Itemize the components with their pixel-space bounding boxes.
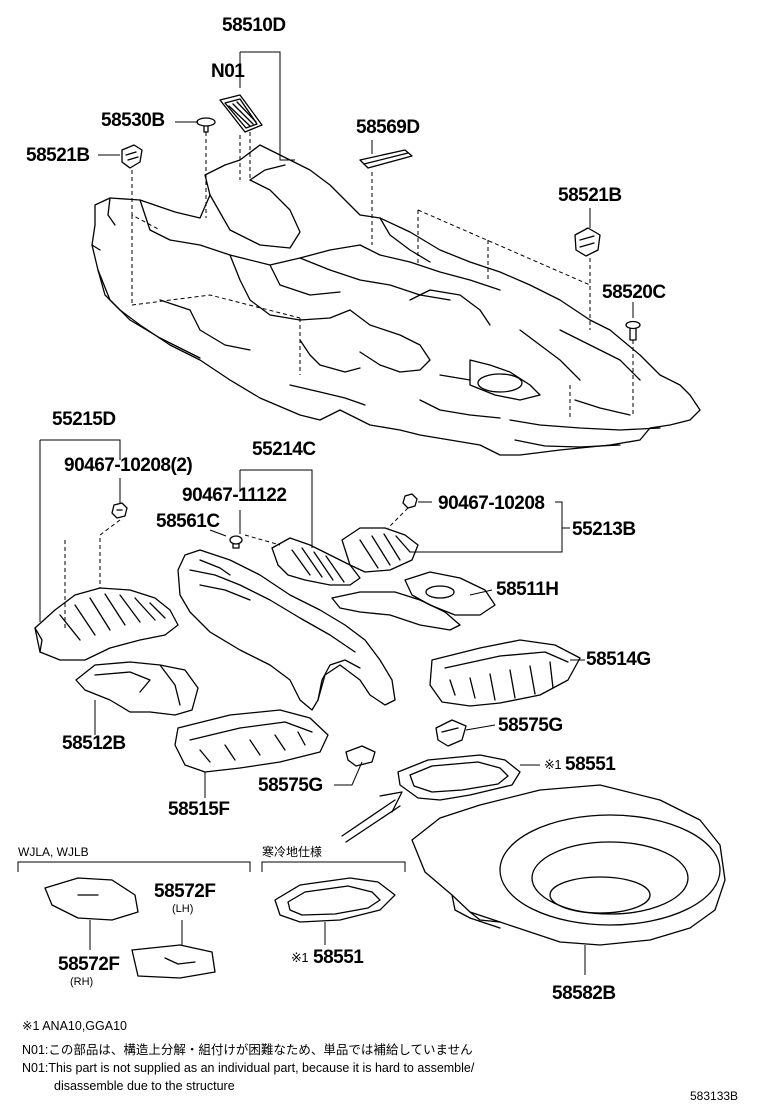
silencer-55213b	[341, 527, 419, 573]
clip-58521b-left	[121, 144, 143, 169]
bolt-90467-10208	[402, 493, 418, 509]
note-n01-japanese: N01:この部品は、構造上分解・組付けが困難なため、単品では補給していません	[22, 1043, 473, 1057]
group-label-cold-region: 寒冷地仕様	[262, 845, 323, 859]
label-55214c: 55214C	[252, 439, 316, 460]
label-90467-10208: 90467-10208	[438, 493, 545, 514]
label-55215d: 55215D	[52, 409, 116, 430]
label-58582b: 58582B	[552, 983, 616, 1004]
mat-58572f-lh	[131, 944, 216, 979]
tray-58515f	[174, 709, 329, 773]
label-90467-10208-2: 90467-10208(2)	[64, 455, 193, 476]
clip-58575g-left	[345, 745, 376, 767]
label-58551-inset: 58551	[313, 947, 364, 968]
label-58515f: 58515F	[168, 799, 230, 820]
clip-58530b	[196, 117, 216, 133]
direction-arrow	[341, 791, 403, 843]
ref-mark-inset: ※1	[291, 950, 309, 965]
label-90467-11122: 90467-11122	[182, 485, 287, 506]
label-58510d: 58510D	[222, 15, 286, 36]
label-58521b-left: 58521B	[26, 145, 90, 166]
label-58530b: 58530B	[101, 110, 165, 131]
guide-lines	[64, 132, 634, 630]
rear-cover-58514g	[429, 639, 581, 707]
note-applicability: ※1 ANA10,GGA10	[22, 1019, 127, 1033]
cover-58511h	[331, 571, 496, 631]
label-58511h: 58511H	[496, 579, 559, 600]
clip-58575g-right	[435, 719, 467, 747]
tray-58551-inset	[274, 877, 396, 923]
trunk-tub-58582b	[411, 784, 726, 946]
note-n01-english-cont: disassemble due to the structure	[54, 1079, 235, 1093]
label-55213b: 55213B	[572, 519, 636, 540]
n01-mat	[219, 94, 263, 133]
label-58520c: 58520C	[602, 282, 666, 303]
silencer-55215d	[34, 587, 179, 661]
clip-58521b-right	[574, 227, 601, 257]
pin-58520c	[625, 320, 641, 341]
label-n01: N01	[211, 61, 245, 82]
label-58569d: 58569D	[356, 117, 420, 138]
tray-58551-right	[397, 754, 521, 801]
label-58551-right: 58551	[565, 754, 616, 775]
label-58575g-right: 58575G	[498, 715, 563, 736]
note-n01-english: N01:This part is not supplied as an indi…	[22, 1061, 475, 1075]
silencer-55214c	[271, 537, 361, 586]
label-58561c: 58561C	[156, 511, 220, 532]
label-58512b: 58512B	[62, 733, 126, 754]
label-58572f-rh: 58572F	[58, 954, 120, 975]
bolt-90467-10208-2	[111, 502, 128, 519]
sublabel-lh: (LH)	[172, 903, 194, 915]
floor-carpet-58510d	[91, 144, 701, 456]
ref-mark-right: ※1	[544, 757, 562, 772]
drawing-code: 583133B	[690, 1089, 739, 1103]
inset-frames	[17, 861, 406, 872]
tunnel-cover-58561c	[177, 549, 396, 711]
label-58572f-lh: 58572F	[154, 881, 216, 902]
sublabel-rh: (RH)	[70, 976, 94, 988]
strip-58569d	[359, 149, 413, 169]
mat-58572f-rh	[44, 877, 139, 921]
label-58521b-right: 58521B	[558, 185, 622, 206]
group-label-wjla: WJLA, WJLB	[18, 845, 89, 859]
clip-90467-11122	[229, 535, 243, 549]
label-58514g: 58514G	[586, 649, 651, 670]
front-cover-58512b	[75, 661, 199, 716]
leader-lines	[39, 51, 634, 975]
label-58575g-left: 58575G	[258, 775, 323, 796]
